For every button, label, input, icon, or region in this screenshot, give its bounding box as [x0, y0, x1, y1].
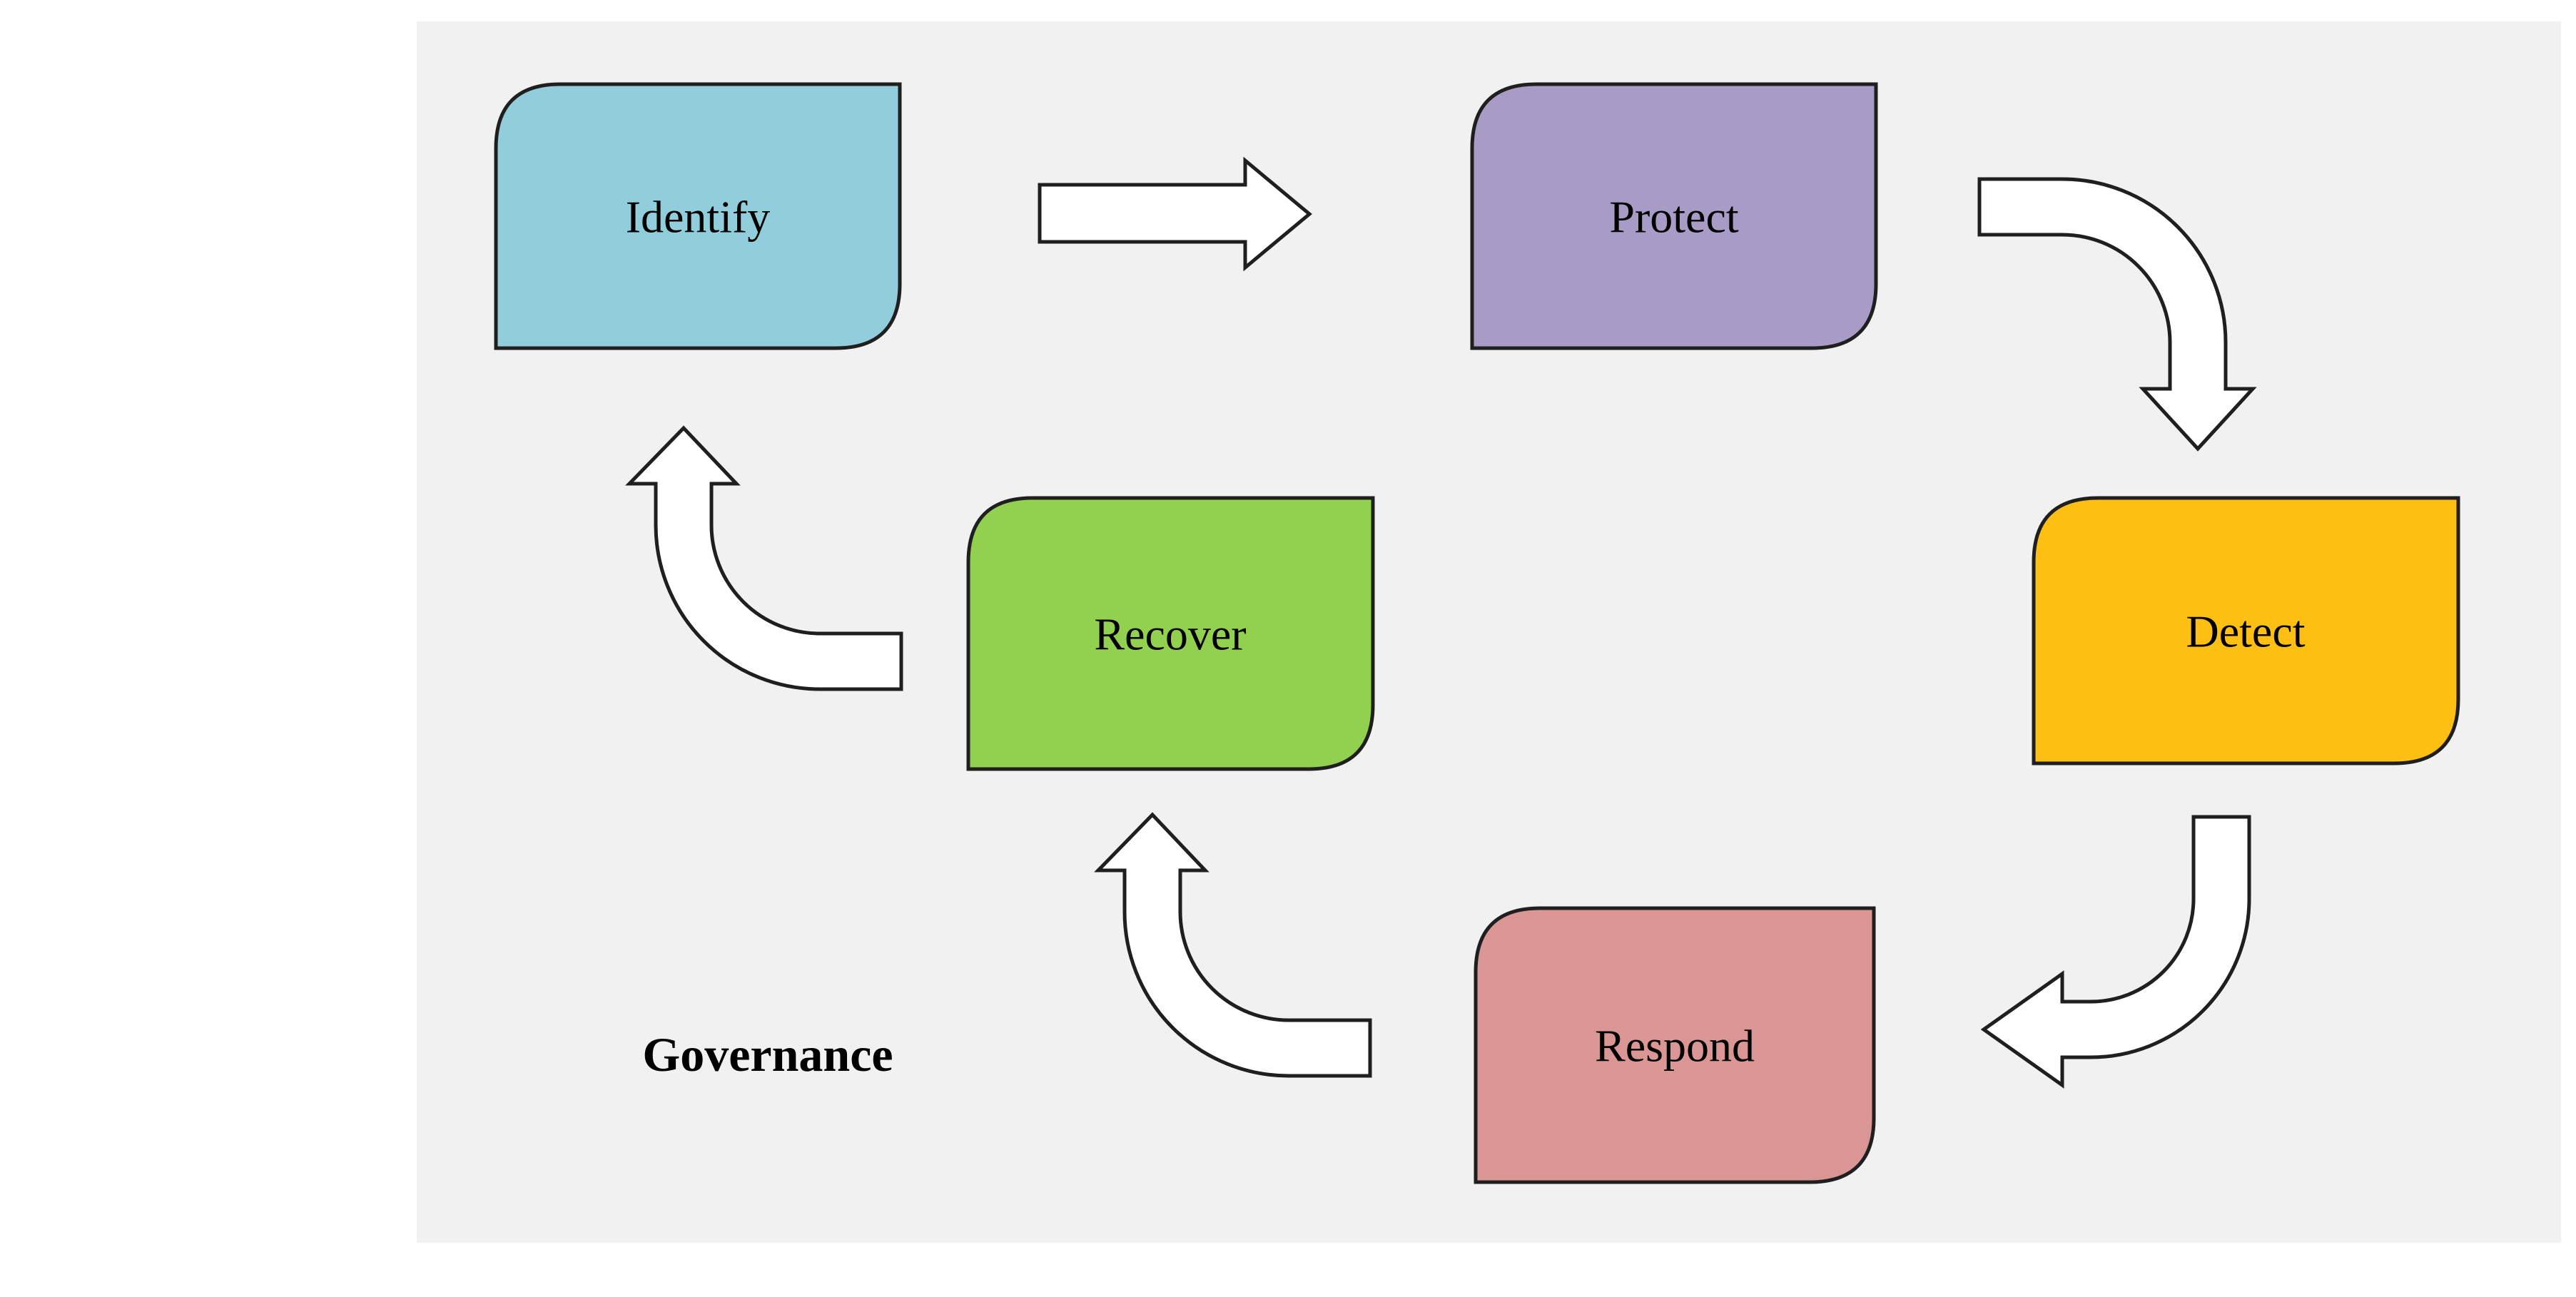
arrow-identify-to-protect [1038, 156, 1312, 272]
arrow-respond-to-recover [1094, 812, 1372, 1078]
governance-label: Governance [642, 1027, 893, 1082]
node-detect [2032, 496, 2460, 766]
node-protect-label: Protect [1609, 191, 1739, 242]
node-respond [1474, 906, 1876, 1184]
arrow-recover-to-identify [625, 425, 903, 691]
node-recover [966, 496, 1375, 771]
node-protect [1470, 82, 1878, 350]
arrow-detect-to-respond [1980, 815, 2251, 1089]
node-recover-label: Recover [1094, 609, 1246, 659]
node-detect-label: Detect [2186, 606, 2306, 656]
node-identify-label: Identify [626, 191, 771, 242]
node-respond-label: Respond [1595, 1020, 1755, 1071]
arrow-protect-to-detect [1977, 177, 2257, 452]
node-identify [494, 82, 902, 350]
